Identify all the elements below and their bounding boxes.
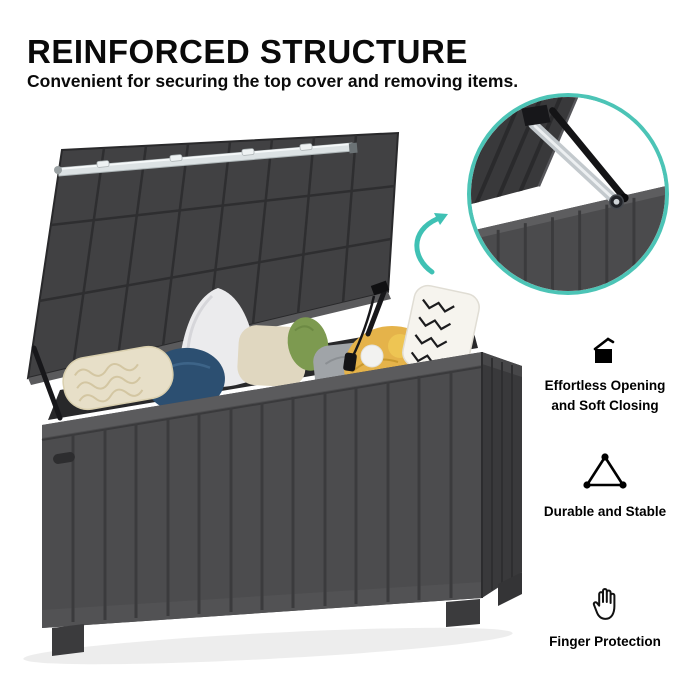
hinge-detail-inset — [467, 93, 669, 295]
foot-left — [52, 624, 84, 656]
feature-label: Effortless Opening and Soft Closing — [544, 378, 666, 413]
page-title: REINFORCED STRUCTURE — [27, 33, 468, 71]
feature-label: Finger Protection — [549, 634, 661, 649]
pillows — [62, 284, 480, 413]
curved-arrow-icon — [414, 213, 448, 275]
triangle-stability-icon — [532, 450, 678, 492]
foot-right — [446, 599, 480, 627]
pillow-cream-knit — [62, 345, 174, 411]
feature-durable-stable: Durable and Stable — [532, 450, 678, 522]
aluminum-bar — [54, 142, 358, 177]
handle-cutout — [53, 452, 75, 464]
gas-strut — [521, 104, 625, 210]
support-arm — [549, 107, 628, 202]
box-body — [41, 352, 522, 656]
hand-icon — [532, 584, 678, 622]
front-slats — [71, 371, 453, 622]
open-lid — [26, 131, 400, 385]
feature-finger-protection: Finger Protection — [532, 584, 678, 652]
hinge-detail-illustration — [471, 97, 665, 291]
ground-shadow — [23, 627, 513, 665]
hinge-hardware — [31, 280, 390, 421]
latch — [343, 352, 357, 372]
feature-label: Durable and Stable — [543, 504, 667, 519]
latch-strap — [350, 295, 376, 359]
page-subtitle: Convenient for securing the top cover an… — [27, 70, 519, 91]
feature-effortless-opening: Effortless Opening and Soft Closing — [532, 336, 678, 415]
pillow-white-ball — [360, 344, 384, 368]
open-lid-icon — [532, 336, 678, 366]
